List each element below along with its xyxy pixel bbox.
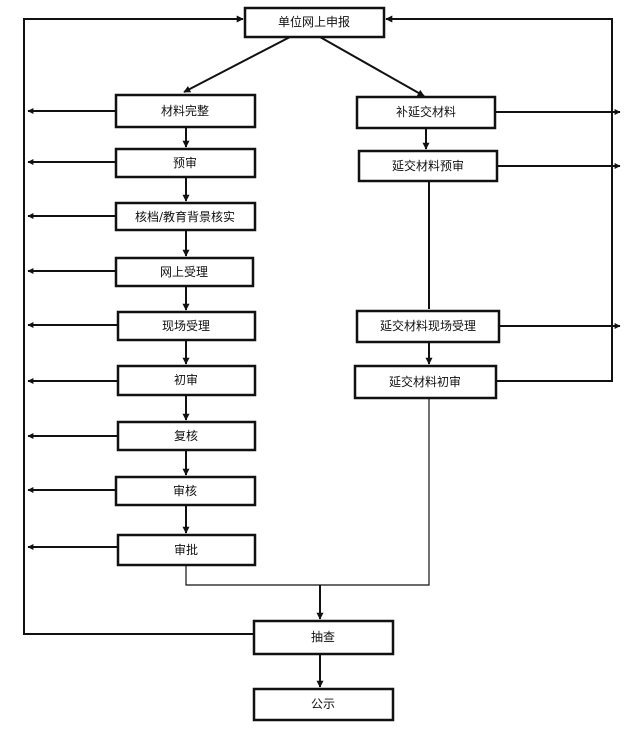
- node-audit-label: 审核: [173, 483, 197, 498]
- node-supplement-materials: 补延交材料: [355, 95, 497, 130]
- node-onsite-accept-label: 现场受理: [162, 319, 210, 333]
- node-approve-label: 审批: [174, 542, 198, 557]
- loop-supplement-first-to-report: [385, 15, 613, 382]
- node-archive-verify-label: 核档/教育背景核实: [135, 209, 235, 224]
- line-approve-to-merge: [185, 565, 320, 586]
- node-audit: 审核: [114, 475, 257, 507]
- node-publicize: 公示: [252, 687, 395, 722]
- node-spot-check-label: 抽查: [311, 630, 335, 644]
- node-supplement-first-review-label: 延交材料初审: [389, 374, 461, 389]
- node-onsite-accept: 现场受理: [116, 310, 257, 342]
- node-online-accept-label: 网上受理: [160, 265, 208, 279]
- node-supplement-first-review: 延交材料初审: [353, 364, 498, 400]
- node-archive-verify: 核档/教育背景核实: [114, 201, 257, 232]
- arrow-report-to-supplement: [319, 36, 425, 97]
- node-complete-materials: 材料完整: [114, 93, 257, 129]
- node-pre-review-label: 预审: [173, 155, 197, 170]
- node-online-report: 单位网上申报: [243, 6, 386, 39]
- loop-spotcheck-to-report: [23, 15, 254, 635]
- node-first-review-label: 初审: [174, 372, 198, 387]
- connectors: [23, 15, 621, 688]
- node-publicize-label: 公示: [311, 697, 335, 711]
- node-first-review: 初审: [116, 364, 257, 397]
- node-recheck: 复核: [116, 420, 257, 452]
- node-online-report-label: 单位网上申报: [278, 14, 350, 29]
- node-supplement-onsite-accept-label: 延交材料现场受理: [380, 318, 476, 333]
- node-online-accept: 网上受理: [114, 256, 255, 288]
- node-pre-review: 预审: [114, 147, 257, 179]
- node-supplement-materials-label: 补延交材料: [396, 104, 456, 119]
- node-supplement-onsite-accept: 延交材料现场受理: [355, 309, 501, 344]
- node-complete-materials-label: 材料完整: [161, 103, 209, 118]
- node-recheck-label: 复核: [174, 429, 198, 443]
- node-approve: 审批: [116, 533, 257, 567]
- line-supplement-first-to-merge: [320, 398, 430, 586]
- arrow-report-to-complete: [183, 36, 291, 93]
- node-supplement-pre-review-label: 延交材料预审: [392, 158, 464, 173]
- node-spot-check: 抽查: [252, 619, 395, 656]
- node-supplement-pre-review: 延交材料预审: [357, 149, 499, 183]
